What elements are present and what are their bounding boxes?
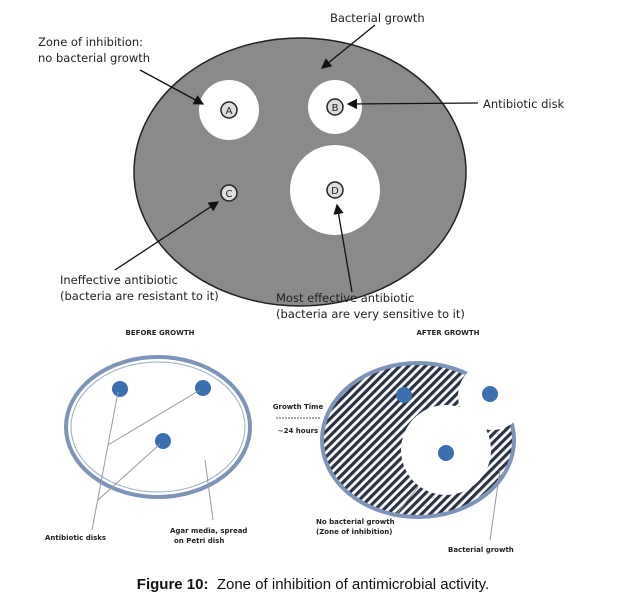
label-agar-2: on Petri dish <box>174 537 224 545</box>
label-antibiotic-disks: Antibiotic disks <box>45 534 106 542</box>
disk <box>482 386 498 402</box>
after-dish <box>320 361 526 519</box>
disk-b: B <box>326 98 344 116</box>
top-petri-dish: A B C D <box>133 37 467 307</box>
leader-lines <box>91 389 501 541</box>
disk-c: C <box>220 184 238 202</box>
after-growth-title: AFTER GROWTH <box>416 329 479 337</box>
hours-label: ~24 hours <box>278 427 318 435</box>
disk-d: D <box>326 181 344 199</box>
label-effective-1: Most effective antibiotic <box>276 291 414 305</box>
growth-time-label: Growth Time <box>273 403 324 411</box>
label-bacterial-growth-bottom: Bacterial growth <box>448 546 514 554</box>
svg-text:A: A <box>226 106 233 117</box>
caption-label: Figure 10: <box>136 576 209 593</box>
disk-a: A <box>220 101 238 119</box>
label-ineffective-1: Ineffective antibiotic <box>60 273 178 287</box>
label-agar-1: Agar media, spread <box>170 527 247 535</box>
figure-caption: Figure 10: Zone of inhibition of antimic… <box>0 576 626 593</box>
label-effective-2: (bacteria are very sensitive to it) <box>276 307 465 321</box>
label-antibiotic-disk: Antibiotic disk <box>483 97 565 111</box>
before-dish <box>64 355 252 499</box>
caption-text: Zone of inhibition of antimicrobial acti… <box>216 576 490 593</box>
label-bacterial-growth: Bacterial growth <box>330 11 425 25</box>
disk <box>195 380 211 396</box>
label-ineffective-2: (bacteria are resistant to it) <box>60 289 219 303</box>
disk <box>438 445 454 461</box>
before-growth-title: BEFORE GROWTH <box>126 329 195 337</box>
disk <box>396 387 412 403</box>
label-no-growth-1: No bacterial growth <box>316 518 395 526</box>
label-zone-1: Zone of inhibition: <box>38 35 143 49</box>
disk <box>112 381 128 397</box>
arrows <box>114 24 479 293</box>
svg-text:D: D <box>331 186 339 197</box>
label-zone-2: no bacterial growth <box>38 51 150 65</box>
svg-text:B: B <box>332 103 339 114</box>
label-no-growth-2: (Zone of inhibition) <box>316 528 392 536</box>
svg-text:C: C <box>226 189 233 200</box>
